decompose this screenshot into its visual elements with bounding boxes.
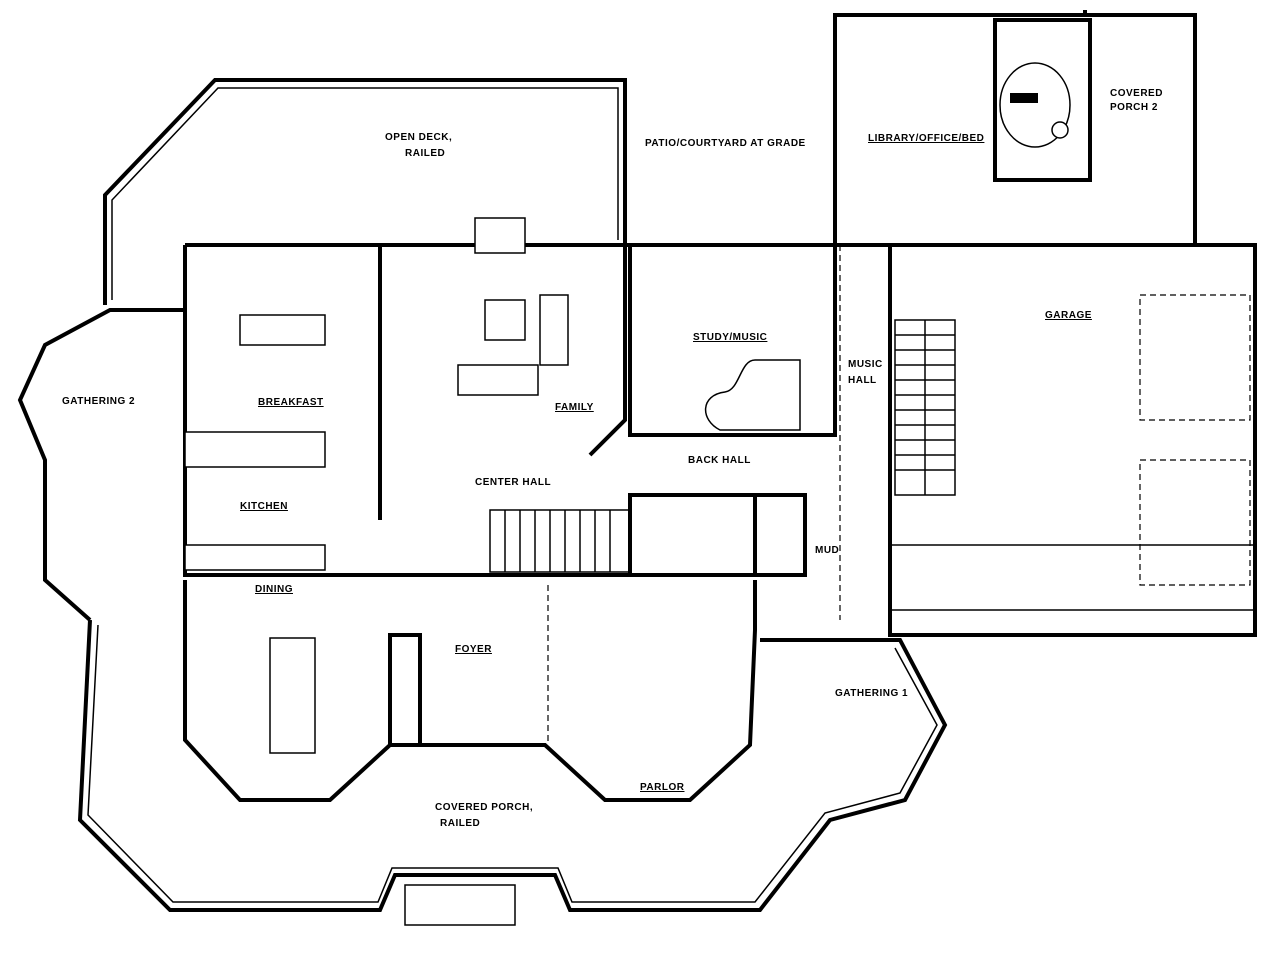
- study-room: [628, 243, 837, 437]
- gathering-2-wall: [17, 308, 185, 622]
- family-east-wall: [588, 245, 627, 457]
- patio-wall: [625, 10, 1087, 247]
- label-family: FAMILY: [555, 402, 594, 413]
- main-stairs: [489, 509, 631, 573]
- bath-block: [993, 18, 1092, 182]
- coffee-table: [484, 299, 526, 341]
- covered-porch-outline: [77, 619, 948, 912]
- fireplace: [474, 217, 526, 254]
- front-steps: [404, 884, 516, 926]
- loveseat: [539, 294, 569, 366]
- parking-bay-1: [1139, 294, 1251, 421]
- label-patio: PATIO/COURTYARD AT GRADE: [645, 138, 806, 149]
- label-covered-porch-2b: PORCH 2: [1110, 102, 1158, 113]
- label-open-deck-railed: RAILED: [405, 148, 445, 159]
- kitchen-counter: [184, 544, 326, 571]
- label-kitchen: KITCHEN: [240, 501, 288, 512]
- label-dining: DINING: [255, 584, 293, 595]
- label-back-hall: BACK HALL: [688, 455, 751, 466]
- label-study: STUDY/MUSIC: [693, 332, 767, 343]
- label-mud: MUD: [815, 545, 839, 556]
- label-music-hall-b: HALL: [848, 375, 877, 386]
- powder-room: [628, 493, 757, 577]
- main-west-wall: [183, 245, 750, 577]
- label-library: LIBRARY/OFFICE/BED: [868, 133, 984, 144]
- porch-rail: [87, 624, 938, 903]
- breakfast-table: [239, 314, 326, 346]
- label-covered-porch-a: COVERED PORCH,: [435, 802, 533, 813]
- hot-tub: [999, 62, 1071, 148]
- label-music-hall-a: MUSIC: [848, 359, 883, 370]
- label-covered-porch-b: RAILED: [440, 818, 480, 829]
- tub-fixture: [1010, 93, 1038, 103]
- garage-stairs: [894, 319, 956, 496]
- label-gathering-2: GATHERING 2: [62, 396, 135, 407]
- sofa: [457, 364, 539, 396]
- label-garage: GARAGE: [1045, 310, 1092, 321]
- dining-table: [269, 637, 316, 754]
- library-wing: [833, 13, 1197, 247]
- label-open-deck: OPEN DECK,: [385, 132, 452, 143]
- dining-wall: [183, 580, 757, 802]
- grand-piano: [704, 359, 801, 431]
- label-foyer: FOYER: [455, 644, 492, 655]
- open-deck-outline: [103, 78, 627, 305]
- toilet: [1051, 121, 1069, 139]
- mud-closet: [753, 493, 807, 577]
- foyer-closet: [388, 633, 422, 747]
- garage: [888, 243, 1257, 637]
- kitchen-island: [184, 431, 326, 468]
- label-breakfast: BREAKFAST: [258, 397, 324, 408]
- label-parlor: PARLOR: [640, 782, 685, 793]
- label-center-hall: CENTER HALL: [475, 477, 551, 488]
- label-covered-porch-2a: COVERED: [1110, 88, 1163, 99]
- label-gathering-1: GATHERING 1: [835, 688, 908, 699]
- parking-bay-2: [1139, 459, 1251, 586]
- deck-rail: [111, 87, 619, 300]
